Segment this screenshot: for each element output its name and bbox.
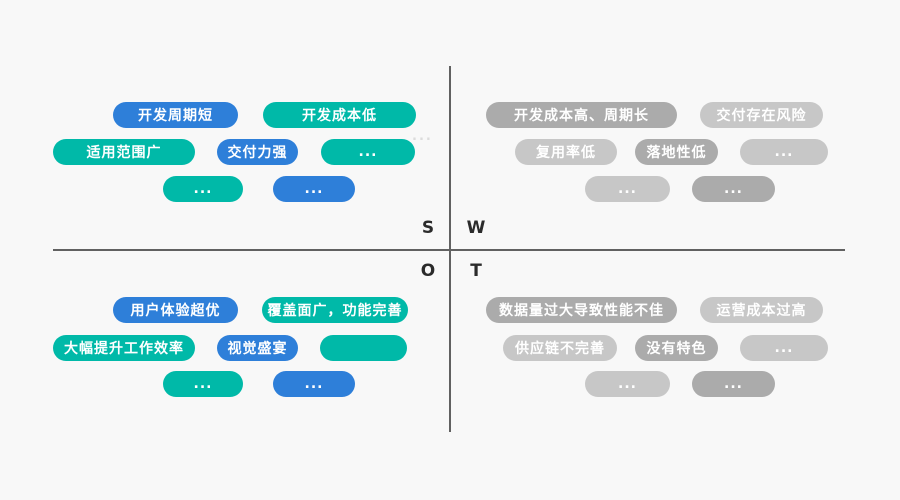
pill-strength: 开发成本低	[263, 102, 416, 128]
quadrant-letter-strengths: S	[421, 218, 435, 238]
pill-opportunity: ...	[273, 371, 355, 397]
pill-strength: 交付力强	[217, 139, 298, 165]
pill-strength: 适用范围广	[53, 139, 195, 165]
pill-weakness: ...	[692, 176, 775, 202]
vertical-axis-line	[449, 66, 451, 432]
quadrant-letter-weaknesses: W	[466, 218, 486, 238]
pill-weakness: 开发成本高、周期长	[486, 102, 677, 128]
pill-weakness: ...	[585, 176, 670, 202]
pill-strength: 开发周期短	[113, 102, 238, 128]
pill-opportunity	[320, 335, 407, 361]
pill-threat: ...	[585, 371, 670, 397]
pill-strength: ...	[321, 139, 415, 165]
quadrant-letter-threats: T	[470, 261, 482, 281]
pill-opportunity: 用户体验超优	[113, 297, 238, 323]
pill-opportunity: 覆盖面广，功能完善	[262, 297, 408, 323]
stray-ellipsis: ...	[412, 129, 433, 144]
pill-threat: 供应链不完善	[503, 335, 617, 361]
pill-threat: 数据量过大导致性能不佳	[486, 297, 677, 323]
pill-strength: ...	[273, 176, 355, 202]
pill-threat: ...	[692, 371, 775, 397]
pill-weakness: ...	[740, 139, 828, 165]
pill-strength: ...	[163, 176, 243, 202]
pill-opportunity: 视觉盛宴	[217, 335, 298, 361]
pill-opportunity: 大幅提升工作效率	[53, 335, 195, 361]
pill-threat: 没有特色	[635, 335, 718, 361]
pill-weakness: 交付存在风险	[700, 102, 823, 128]
pill-weakness: 落地性低	[635, 139, 718, 165]
pill-threat: 运营成本过高	[700, 297, 823, 323]
pill-weakness: 复用率低	[515, 139, 617, 165]
pill-threat: ...	[740, 335, 828, 361]
pill-opportunity: ...	[163, 371, 243, 397]
quadrant-letter-opportunities: O	[420, 261, 436, 281]
